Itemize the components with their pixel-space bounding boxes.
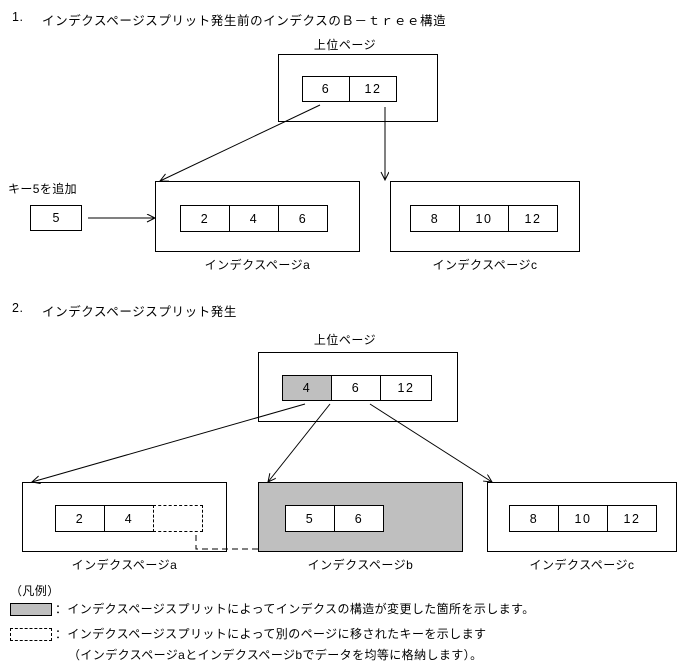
key-cell: 12 (380, 375, 432, 401)
key-cell: 12 (607, 505, 657, 532)
section-1-upper-page-label: 上位ページ (313, 38, 377, 52)
legend-shaded-text: ：インデクスページスプリットによってインデクスの構造が変更した箇所を示します。 (55, 602, 535, 616)
section-2-upper-page-label: 上位ページ (313, 333, 377, 347)
insert-key-note: キー5を追加 (8, 182, 78, 196)
section-1-index-page-c-caption: インデクスページc (432, 258, 538, 272)
key-cell: 4 (104, 505, 154, 532)
section-2-page-c-cells: 8 10 12 (509, 505, 657, 532)
key-cell: 2 (180, 205, 230, 232)
section-2-index-page-b-caption: インデクスページb (307, 558, 414, 572)
legend-title: （凡例） (10, 584, 60, 598)
section-2-title: インデクスページスプリット発生 (42, 305, 238, 319)
legend-shaded-swatch (10, 603, 52, 616)
section-2-number: 2. (12, 301, 24, 315)
key-cell: 4 (229, 205, 279, 232)
key-cell: 6 (334, 505, 384, 532)
key-cell: 12 (508, 205, 558, 232)
key-cell: 10 (558, 505, 608, 532)
section-2-upper-page-box (258, 352, 458, 422)
section-2-index-page-a-caption: インデクスページa (71, 558, 178, 572)
key-cell-moved-placeholder (153, 505, 203, 532)
key-cell: 10 (459, 205, 509, 232)
key-cell: 8 (509, 505, 559, 532)
key-cell: 6 (278, 205, 328, 232)
section-1-upper-page-cells: 6 12 (302, 76, 397, 102)
section-1-page-c-cells: 8 10 12 (410, 205, 558, 232)
section-2-index-page-a-box (22, 482, 227, 552)
legend-dashed-text: ：インデクスページスプリットによって別のページに移されたキーを示します (55, 627, 487, 641)
key-cell: 12 (349, 76, 397, 102)
key-cell: 2 (55, 505, 105, 532)
section-2-index-page-c-box (487, 482, 677, 552)
section-1-number: 1. (12, 10, 24, 24)
section-1-index-page-a-box (155, 181, 360, 252)
key-cell: 6 (331, 375, 381, 401)
section-2-index-page-c-caption: インデクスページc (529, 558, 635, 572)
key-cell: 8 (410, 205, 460, 232)
section-1-upper-page-box (278, 54, 438, 122)
legend-dashed-swatch (10, 628, 52, 641)
section-1-page-a-cells: 2 4 6 (180, 205, 328, 232)
key-cell-changed: 4 (282, 375, 332, 401)
section-1-index-page-c-box (390, 181, 580, 252)
section-1-title: インデクスページスプリット発生前のインデクスのＢ－ｔｒｅｅ構造 (42, 14, 447, 28)
insert-key-box: 5 (30, 205, 82, 231)
section-1-index-page-a-caption: インデクスページa (204, 258, 311, 272)
section-2-upper-page-cells: 4 6 12 (282, 375, 432, 401)
key-cell: 5 (285, 505, 335, 532)
section-2-page-a-cells: 2 4 (55, 505, 203, 532)
legend-dashed-subtext: （インデクスページaとインデクスページbでデータを均等に格納します）。 (68, 648, 483, 662)
key-cell: 6 (302, 76, 350, 102)
section-2-page-b-cells: 5 6 (285, 505, 384, 532)
